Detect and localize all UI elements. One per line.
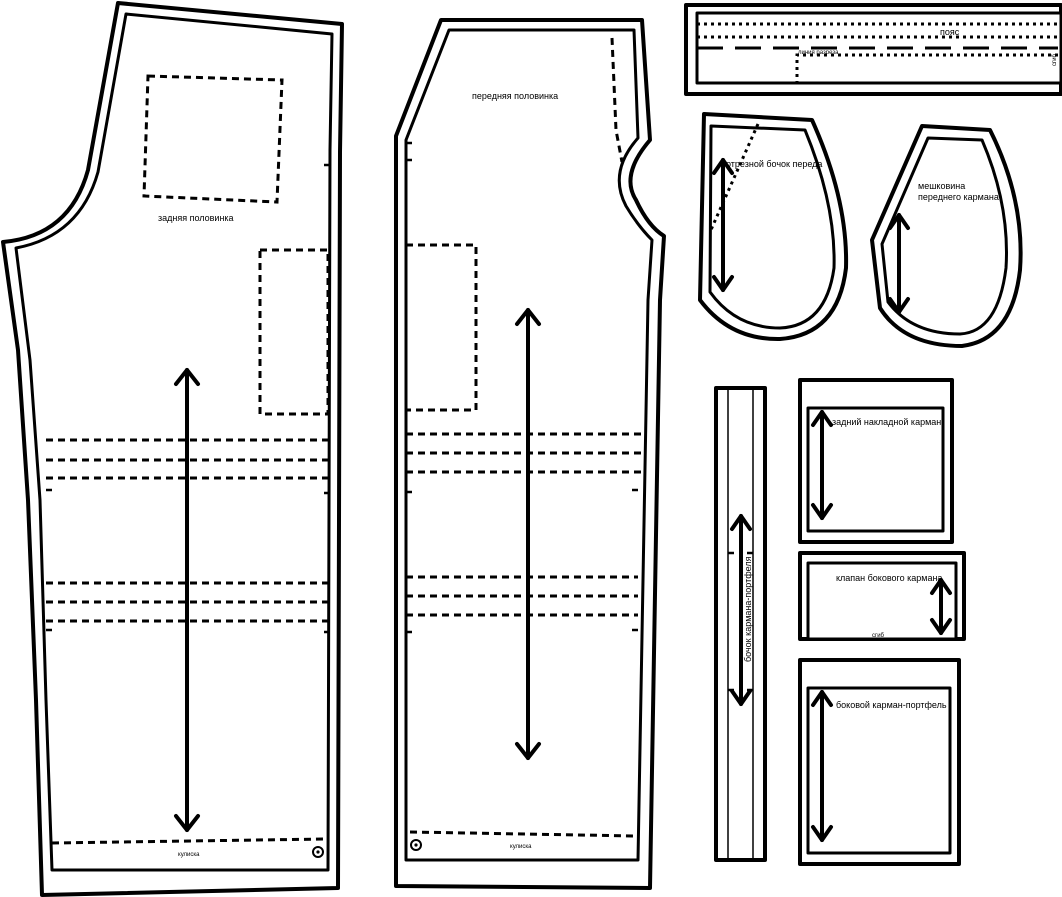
- back-patch-pocket-label: задний накладной карман: [832, 417, 941, 427]
- side-pocket-placement: [258, 248, 330, 416]
- back-half-grain-arrow: [174, 368, 200, 832]
- side-pocket-flap-grain-arrow: [930, 578, 952, 635]
- waistband-edge-label: сгиб: [1052, 53, 1058, 66]
- side-pocket-flap-piece: клапан бокового кармана сгиб: [798, 551, 966, 641]
- front-side-piece: отрезной бочок переда: [698, 112, 849, 342]
- pocket-lining-piece: мешковина переднего кармана: [870, 124, 1023, 348]
- front-side-piece-label: отрезной бочок переда: [726, 159, 822, 169]
- pocket-lining-label-line1: мешковина: [918, 181, 965, 191]
- front-half-label: передняя половинка: [472, 91, 558, 101]
- waistband-piece: пояс линия разреза сгиб: [684, 3, 1062, 96]
- back-patch-pocket-piece: задний накладной карман: [798, 378, 954, 544]
- pocket-lining-seam-line: [880, 136, 1008, 336]
- cargo-pocket-grain-arrow: [811, 690, 833, 842]
- back-half-hem-label: кулиска: [178, 852, 200, 858]
- pocket-lining-grain-arrow: [888, 213, 910, 314]
- front-half-hem-label: кулиска: [510, 844, 532, 850]
- back-half-seam-line: [14, 12, 334, 872]
- cargo-pocket-label: боковой карман-портфель: [836, 700, 947, 710]
- side-pocket-flap-label: клапан бокового кармана: [836, 573, 942, 583]
- front-pocket-placement: [404, 243, 478, 412]
- front-half-piece: передняя половинка кулиска: [394, 18, 666, 890]
- back-half-piece: задняя половинка кулиска: [1, 1, 344, 897]
- waistband-label: пояс: [940, 27, 960, 37]
- back-half-label: задняя половинка: [158, 213, 234, 223]
- cargo-pocket-piece: боковой карман-портфель: [798, 658, 961, 866]
- back-pocket-placement: [142, 74, 284, 204]
- front-side-piece-grain-arrow: [712, 158, 734, 292]
- waistband-inner-label: линия разреза: [798, 50, 839, 56]
- cargo-pocket-side-grain-arrow: [730, 514, 752, 706]
- front-half-grain-arrow: [515, 308, 541, 760]
- cargo-pocket-side-piece: бочок кармана-портфеля: [714, 386, 767, 862]
- back-patch-pocket-grain-arrow: [811, 410, 833, 520]
- side-pocket-flap-seam-line: [806, 561, 958, 641]
- cargo-pocket-side-label: бочок кармана-портфеля: [743, 556, 753, 662]
- back-patch-pocket-seam-line: [806, 406, 945, 533]
- side-pocket-flap-fold-label: сгиб: [872, 633, 885, 639]
- pocket-lining-label-line2: переднего кармана: [918, 192, 999, 202]
- front-side-piece-seam-line: [708, 124, 836, 330]
